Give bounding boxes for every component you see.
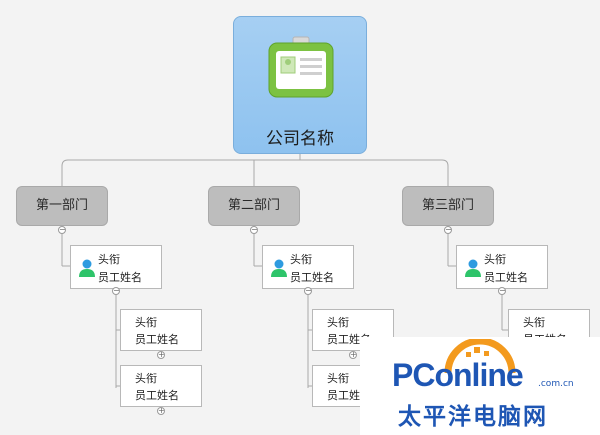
dept-3-node[interactable]: 第三部门 (402, 186, 494, 226)
member-title: 头衔 (135, 372, 157, 385)
person-icon (271, 259, 287, 277)
lead-name: 员工姓名 (484, 271, 528, 284)
collapse-toggle[interactable]: − (498, 286, 506, 295)
member-name: 员工姓名 (135, 333, 179, 346)
member-title: 头衔 (135, 316, 157, 329)
member-title: 头衔 (327, 372, 349, 385)
lead-title: 头衔 (98, 253, 120, 266)
collapse-toggle[interactable]: − (250, 225, 258, 234)
collapse-toggle[interactable]: − (444, 225, 452, 234)
collapse-toggle[interactable]: − (112, 286, 120, 295)
dept-3-lead-card[interactable]: 头衔 员工姓名 (456, 245, 548, 289)
company-name: 公司名称 (266, 129, 334, 149)
watermark-domain: .com.cn (538, 379, 574, 389)
dept-3-label: 第三部门 (421, 198, 474, 213)
dept-2-lead-card[interactable]: 头衔 员工姓名 (262, 245, 354, 289)
dept-1-node[interactable]: 第一部门 (16, 186, 108, 226)
expand-toggle[interactable]: + (349, 350, 357, 359)
id-card-icon (268, 36, 334, 98)
collapse-toggle[interactable]: − (304, 286, 312, 295)
pconline-watermark: PConline .com.cn 太平洋电脑网 (360, 337, 600, 435)
expand-toggle[interactable]: + (157, 350, 165, 359)
member-card[interactable]: 头衔 员工姓名 (120, 365, 202, 407)
dept-1-lead-card[interactable]: 头衔 员工姓名 (70, 245, 162, 289)
member-card[interactable]: 头衔 员工姓名 (120, 309, 202, 351)
person-icon (79, 259, 95, 277)
member-title: 头衔 (523, 316, 545, 329)
member-name: 员工姓名 (135, 389, 179, 402)
watermark-chinese: 太平洋电脑网 (398, 404, 548, 430)
expand-toggle[interactable]: + (157, 406, 165, 415)
member-title: 头衔 (327, 316, 349, 329)
person-icon (465, 259, 481, 277)
lead-title: 头衔 (484, 253, 506, 266)
dept-1-label: 第一部门 (35, 198, 88, 213)
dept-2-label: 第二部门 (227, 198, 280, 213)
logo-arc-icon (444, 339, 516, 373)
lead-name: 员工姓名 (98, 271, 142, 284)
company-node[interactable]: 公司名称 (233, 16, 367, 154)
watermark-brand: PConline (392, 357, 524, 393)
lead-name: 员工姓名 (290, 271, 334, 284)
lead-title: 头衔 (290, 253, 312, 266)
dept-2-node[interactable]: 第二部门 (208, 186, 300, 226)
collapse-toggle[interactable]: − (58, 225, 66, 234)
